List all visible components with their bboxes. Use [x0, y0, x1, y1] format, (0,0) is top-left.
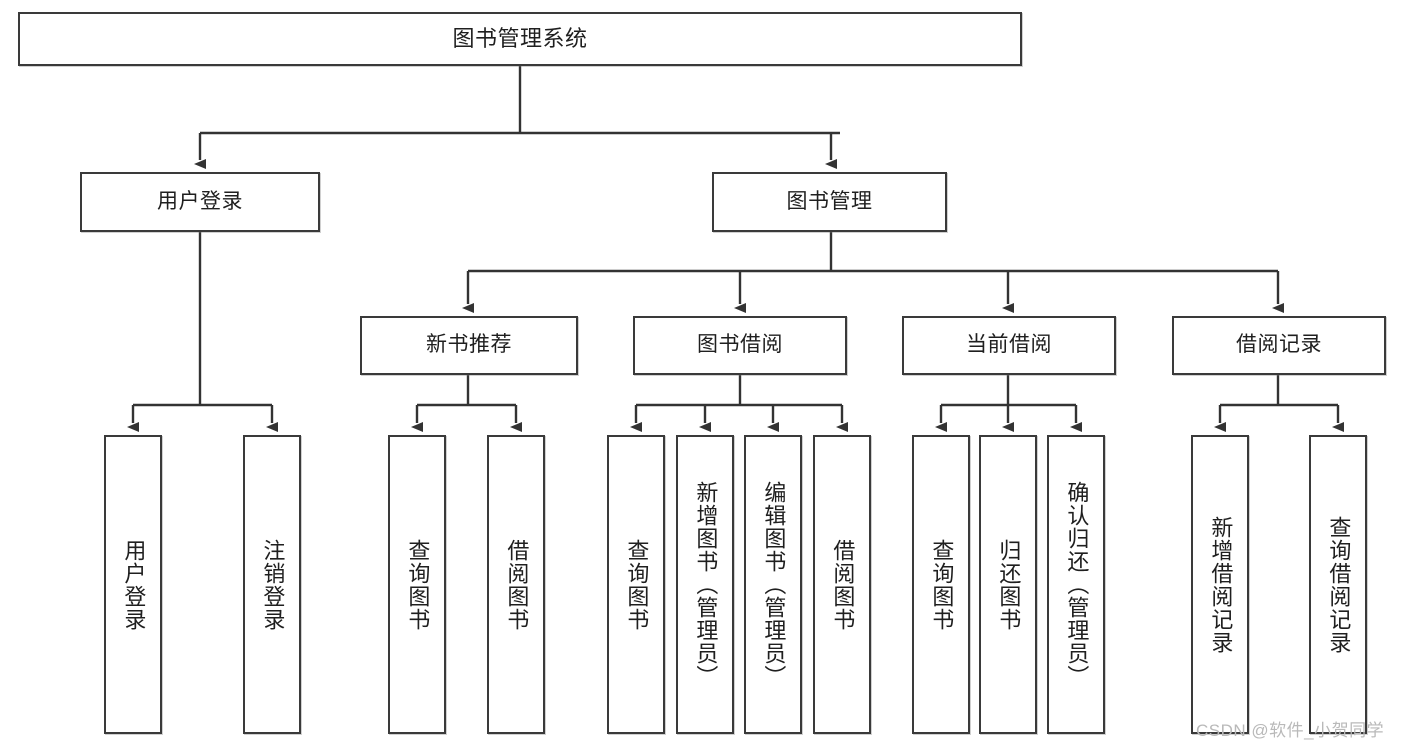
- node-book-manage[interactable]: 图书管理: [712, 172, 947, 232]
- node-label: 当前借阅: [966, 333, 1052, 357]
- node-label: 查询图书: [929, 538, 955, 631]
- leaf-query-book-1[interactable]: 查询图书: [388, 435, 446, 734]
- leaf-add-borrow-record[interactable]: 新增借阅记录: [1191, 435, 1249, 734]
- node-label: 新增借阅记录: [1208, 515, 1234, 654]
- leaf-add-book-admin[interactable]: 新增图书（管理员）: [676, 435, 734, 734]
- leaf-borrow-book-1[interactable]: 借阅图书: [487, 435, 545, 734]
- node-new-book-recommend[interactable]: 新书推荐: [360, 316, 578, 375]
- leaf-logout-login[interactable]: 注销登录: [243, 435, 301, 734]
- node-label: 新书推荐: [426, 333, 512, 357]
- node-root-system[interactable]: 图书管理系统: [18, 12, 1022, 66]
- node-current-borrow[interactable]: 当前借阅: [902, 316, 1116, 375]
- leaf-borrow-book-2[interactable]: 借阅图书: [813, 435, 871, 734]
- node-user-login[interactable]: 用户登录: [80, 172, 320, 232]
- leaf-user-login[interactable]: 用户登录: [104, 435, 162, 734]
- node-label: 图书借阅: [697, 333, 783, 357]
- node-label: 新增图书（管理员）: [693, 481, 719, 688]
- node-label: 编辑图书（管理员）: [761, 481, 787, 688]
- node-label: 用户登录: [121, 538, 147, 631]
- leaf-edit-book-admin[interactable]: 编辑图书（管理员）: [744, 435, 802, 734]
- node-label: 查询图书: [405, 538, 431, 631]
- leaf-confirm-return-admin[interactable]: 确认归还（管理员）: [1047, 435, 1105, 734]
- leaf-query-book-2[interactable]: 查询图书: [607, 435, 665, 734]
- leaf-query-book-3[interactable]: 查询图书: [912, 435, 970, 734]
- watermark-text: CSDN @软件_小贺同学: [1196, 721, 1385, 740]
- node-borrow-record[interactable]: 借阅记录: [1172, 316, 1386, 375]
- node-label: 确认归还（管理员）: [1064, 481, 1090, 688]
- node-label: 图书管理: [786, 189, 873, 213]
- node-label: 归还图书: [996, 538, 1022, 631]
- node-label: 借阅图书: [504, 538, 530, 631]
- node-label: 图书管理系统: [452, 26, 588, 52]
- node-label: 查询图书: [624, 538, 650, 631]
- leaf-query-borrow-record[interactable]: 查询借阅记录: [1309, 435, 1367, 734]
- leaf-return-book[interactable]: 归还图书: [979, 435, 1037, 734]
- node-book-borrow[interactable]: 图书借阅: [633, 316, 847, 375]
- node-label: 用户登录: [157, 189, 243, 213]
- node-label: 查询借阅记录: [1326, 515, 1352, 654]
- node-label: 注销登录: [260, 538, 286, 631]
- node-label: 借阅图书: [830, 538, 856, 631]
- node-label: 借阅记录: [1236, 333, 1322, 357]
